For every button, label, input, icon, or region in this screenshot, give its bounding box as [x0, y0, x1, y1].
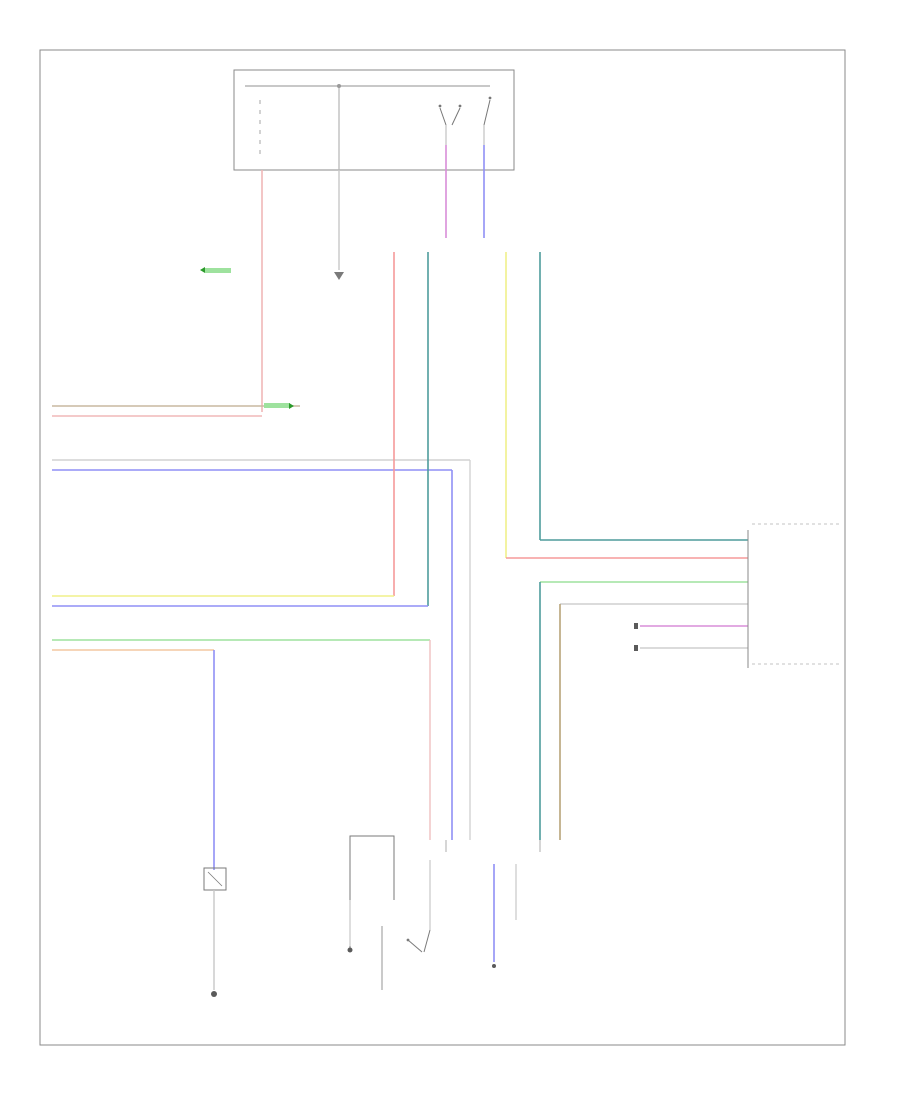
- bottom-right-wires: [492, 864, 517, 968]
- wire-gray: [52, 459, 471, 840]
- wire-brown-right: [559, 603, 748, 840]
- left-feeds: [52, 403, 300, 417]
- wire-gray-right: [634, 645, 748, 651]
- bottom-ground-mid: [347, 835, 395, 953]
- diagram-frame: [39, 49, 846, 1046]
- wire-yellow-right: [505, 252, 748, 559]
- camera-component: [203, 867, 227, 997]
- top-switch-assembly: [233, 69, 515, 171]
- wire-green-right: [539, 581, 748, 840]
- wire-blue: [52, 469, 453, 840]
- bottom-switch: [381, 860, 431, 990]
- power-feed: [200, 170, 263, 412]
- wire-orange-blue: [52, 649, 215, 870]
- wire-teal-right: [539, 252, 748, 541]
- wire-green: [52, 639, 431, 840]
- wire-purple-right: [634, 623, 748, 629]
- bottom-connector-marks: [445, 840, 541, 852]
- top-ground: [334, 170, 344, 280]
- module-block: [747, 523, 842, 668]
